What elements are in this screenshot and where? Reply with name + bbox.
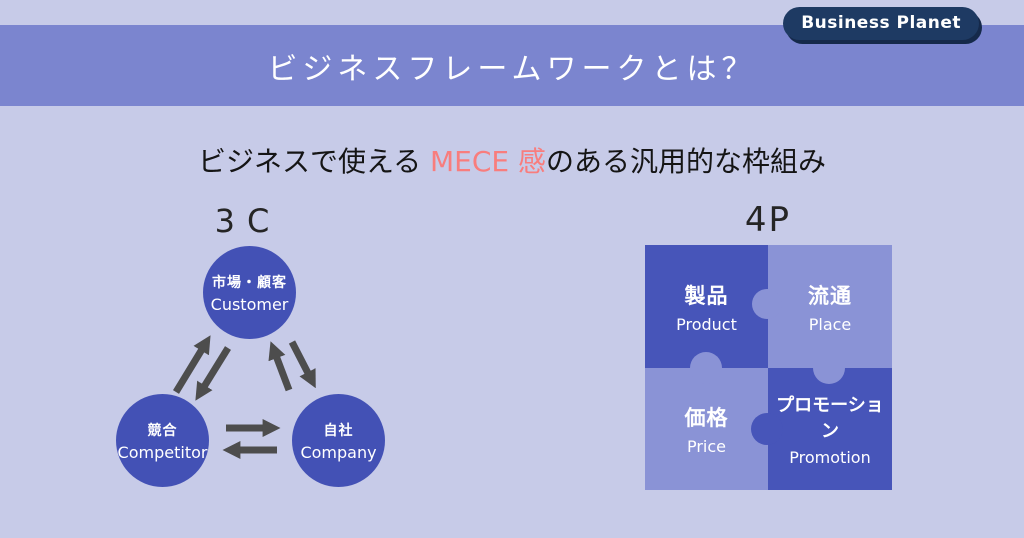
piece-product-jp: 製品 — [684, 283, 729, 308]
subtitle-suffix: のある汎用的な枠組み — [546, 145, 827, 178]
node-competitor: 競合 Competitor — [116, 394, 209, 487]
node-company: 自社 Company — [292, 394, 385, 487]
piece-place-jp: 流通 — [808, 283, 852, 308]
subtitle-prefix: ビジネスで使える — [197, 145, 431, 178]
node-customer-en: Customer — [210, 294, 289, 314]
piece-promotion-en: Promotion — [789, 448, 871, 467]
node-company-en: Company — [300, 442, 377, 462]
piece-promotion-jp: プロモーション — [776, 395, 884, 442]
node-competitor-en: Competitor — [117, 442, 208, 462]
node-company-jp: 自社 — [323, 422, 354, 439]
node-competitor-jp: 競合 — [147, 422, 178, 439]
node-customer: 市場・顧客 Customer — [203, 246, 296, 339]
subtitle: ビジネスで使える MECE 感のある汎用的な枠組み — [0, 140, 1024, 180]
piece-price-en: Price — [686, 437, 727, 456]
puzzle-shapes — [645, 245, 892, 490]
heading-4p: 4P — [744, 200, 792, 240]
piece-product: 製品 Product — [645, 245, 768, 368]
piece-price: 価格 Price — [645, 368, 768, 490]
four-p-puzzle: 製品 Product 流通 Place 価格 Price プロモーション Pro… — [645, 245, 892, 490]
brand-badge-label: Business Planet — [801, 13, 961, 33]
piece-place-en: Place — [808, 314, 852, 334]
subtitle-highlight: MECE 感 — [430, 145, 547, 178]
piece-place: 流通 Place — [768, 245, 892, 368]
node-customer-jp: 市場・顧客 — [212, 274, 287, 291]
page-title: ビジネスフレームワークとは？ — [267, 51, 757, 87]
piece-promotion: プロモーション Promotion — [768, 368, 892, 490]
heading-3c: 3C — [214, 202, 282, 240]
brand-badge: Business Planet — [783, 7, 979, 40]
piece-product-en: Product — [676, 314, 737, 334]
piece-price-jp: 価格 — [684, 406, 729, 430]
